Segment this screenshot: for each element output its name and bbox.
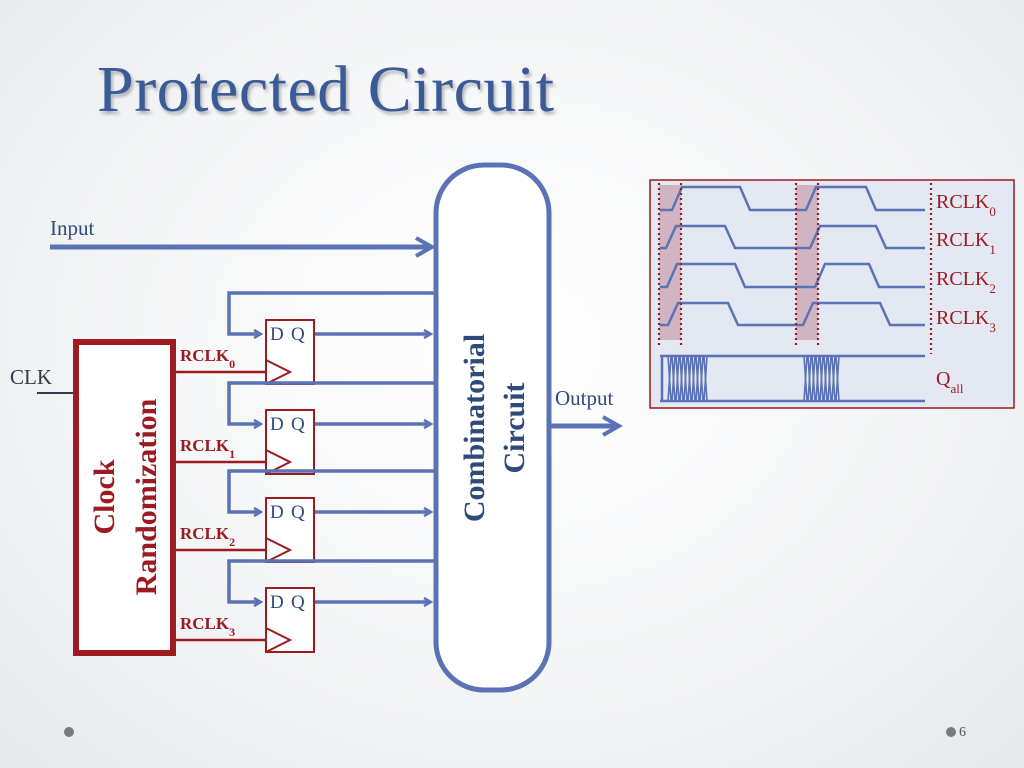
rclk-label-0: RCLK0 [180, 346, 235, 371]
clock-input-triangle [265, 627, 293, 653]
flipflop-q-label: Q [291, 324, 305, 345]
rclk-label-3: RCLK3 [180, 614, 235, 639]
slide-title: Protected Circuit [97, 53, 555, 126]
waveform-q-all [660, 354, 925, 403]
waveform-label-base: RCLK [936, 191, 990, 213]
waveform-label-sub: 0 [989, 204, 996, 219]
waveform-label-4: Qall [936, 368, 964, 396]
waveform-label-0: RCLK0 [936, 191, 996, 219]
flipflop-d-label: D [270, 414, 284, 435]
waveform-label-sub: 2 [989, 281, 996, 296]
waveform-label-base: RCLK [936, 229, 990, 251]
flipflop-box [265, 319, 315, 385]
rclk-label-base: RCLK [180, 524, 230, 543]
flipflop-box [265, 409, 315, 475]
flipflop-q-label: Q [291, 592, 305, 613]
waveform-rclk-1 [660, 224, 925, 250]
combinatorial-circuit-block [433, 162, 552, 693]
waveform-label-base: Q [936, 368, 951, 390]
combinatorial-label-line1: Combinatorial [458, 334, 491, 522]
timing-window-1 [659, 185, 681, 340]
flipflop-box [265, 497, 315, 563]
rclk-label-1: RCLK1 [180, 436, 235, 461]
clock-randomization-line2: Randomization [130, 398, 163, 595]
waveform-label-base: RCLK [936, 307, 990, 329]
footer-left-bullet [64, 727, 74, 737]
flipflop-d-label: D [270, 592, 284, 613]
rclk-label-base: RCLK [180, 614, 230, 633]
combinatorial-circuit-label: Combinatorial Circuit [458, 334, 531, 522]
clock-randomization-block [73, 339, 176, 656]
flipflop-box [265, 587, 315, 653]
rclk-label-sub: 2 [229, 535, 235, 549]
clk-label: CLK [10, 365, 52, 389]
clock-input-triangle [265, 537, 293, 563]
waveform-rclk-0 [660, 185, 925, 212]
flipflop-d-label: D [270, 324, 284, 345]
rclk-label-base: RCLK [180, 346, 230, 365]
waveform-rclk-2 [660, 262, 925, 289]
flipflop-q-label: Q [291, 502, 305, 523]
timing-markers [657, 183, 933, 354]
waveform-label-sub: 3 [989, 320, 996, 335]
waveform-label-2: RCLK2 [936, 268, 996, 296]
rclk-label-base: RCLK [180, 436, 230, 455]
rclk-label-sub: 3 [229, 625, 235, 639]
timing-background [649, 179, 1015, 409]
footer-right-bullet [946, 727, 956, 737]
waveform-rclk-3 [660, 301, 925, 327]
clock-randomization-label: Clock Randomization [88, 398, 163, 595]
feedback-wire [227, 559, 436, 602]
timing-window-2 [796, 185, 818, 340]
combinatorial-label-line2: Circuit [498, 382, 531, 473]
rclk-label-2: RCLK2 [180, 524, 235, 549]
flipflop-d-label: D [270, 502, 284, 523]
clock-input-triangle [265, 359, 293, 385]
waveform-label-sub: all [950, 381, 963, 396]
waveforms [660, 185, 925, 403]
waveform-label-3: RCLK3 [936, 307, 996, 335]
waveform-label-base: RCLK [936, 268, 990, 290]
waveform-label-sub: 1 [989, 242, 996, 257]
input-label: Input [50, 216, 94, 240]
feedback-wire [227, 291, 436, 334]
page-number: 6 [959, 725, 966, 740]
waveform-label-1: RCLK1 [936, 229, 996, 257]
feedback-wire [227, 381, 436, 424]
rclk-label-sub: 1 [229, 447, 235, 461]
feedback-wire [227, 469, 436, 512]
rclk-label-sub: 0 [229, 357, 235, 371]
flipflop-q-label: Q [291, 414, 305, 435]
output-label: Output [555, 386, 614, 410]
clock-randomization-line1: Clock [88, 459, 121, 534]
